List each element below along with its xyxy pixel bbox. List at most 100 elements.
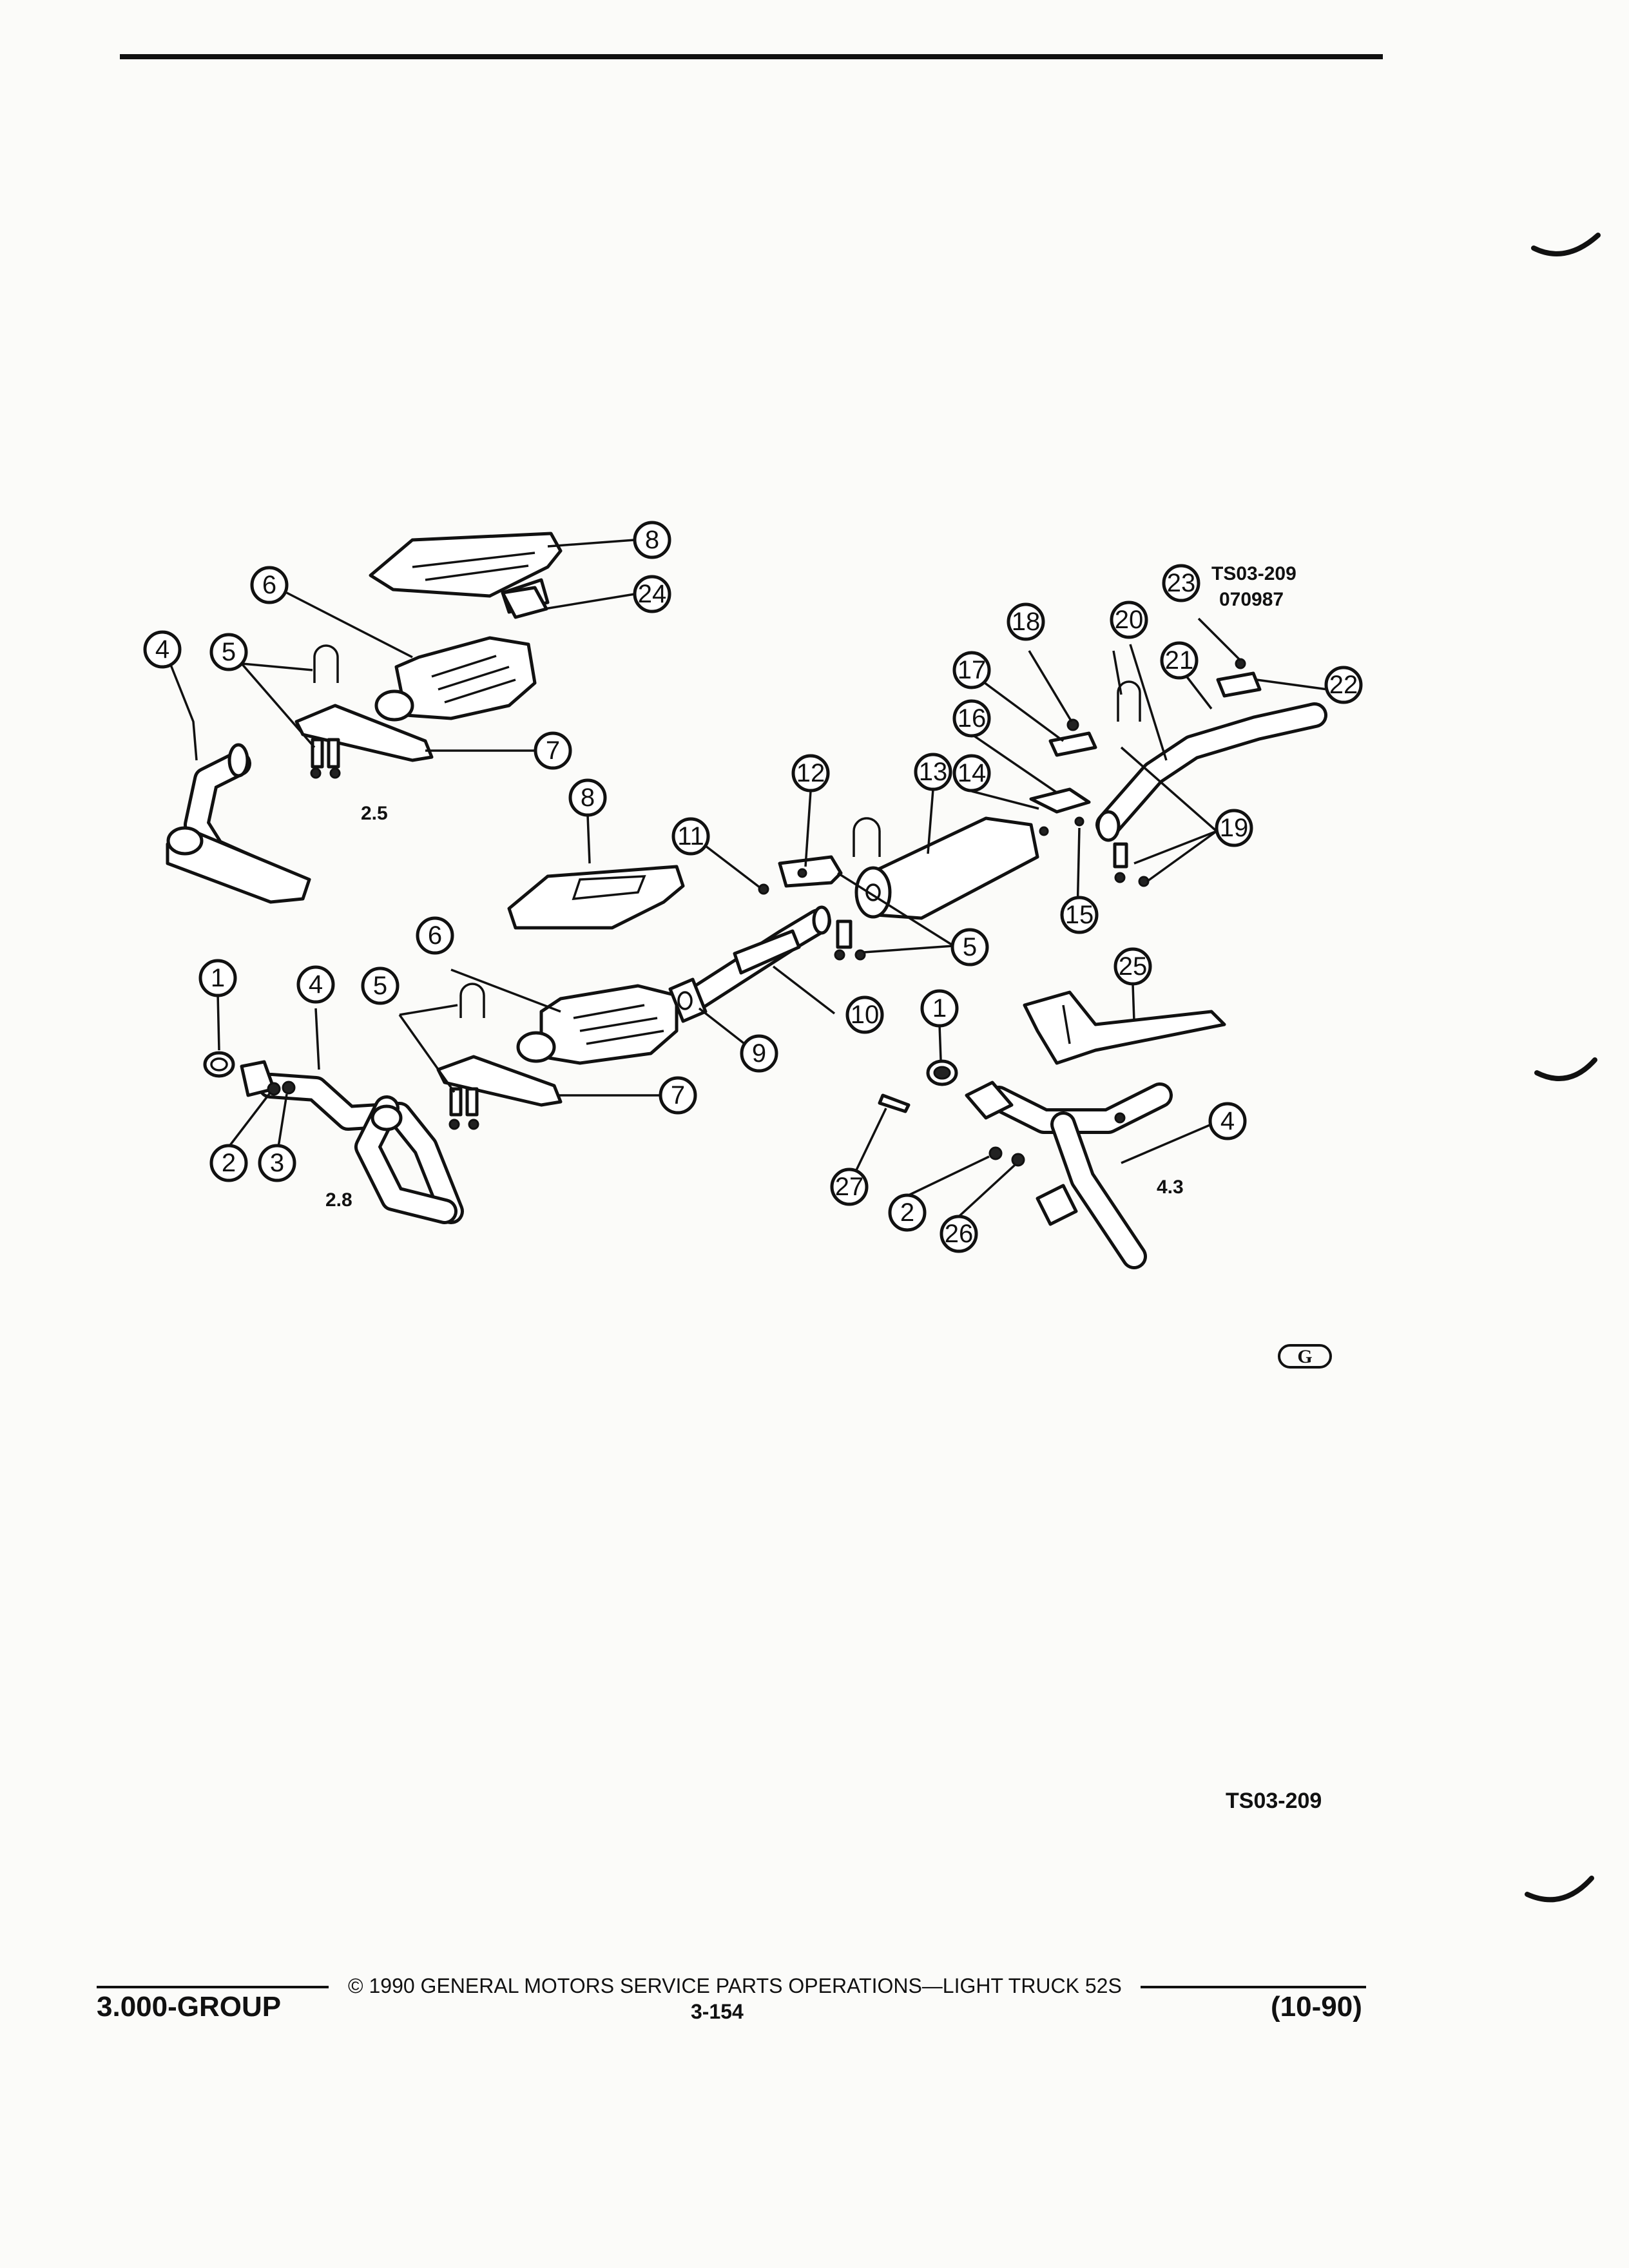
- exhaust-pipe-4-3: [965, 1081, 1173, 1269]
- svg-text:6: 6: [428, 921, 442, 950]
- reference-code: 070987: [1219, 589, 1284, 610]
- svg-text:11: 11: [677, 822, 704, 850]
- callout-17: 17: [952, 651, 991, 689]
- callout-5-upper: 5: [209, 633, 248, 671]
- svg-text:7: 7: [671, 1081, 685, 1110]
- callout-2-right: 2: [888, 1193, 927, 1232]
- callout-5-middle: 5: [361, 966, 400, 1005]
- callout-23: 23: [1162, 564, 1200, 602]
- date-code: (10-90): [1271, 1991, 1362, 2023]
- svg-text:22: 22: [1329, 671, 1358, 699]
- svg-text:18: 18: [1012, 608, 1041, 636]
- svg-text:25: 25: [1119, 952, 1148, 981]
- svg-text:5: 5: [963, 933, 977, 961]
- svg-text:5: 5: [373, 972, 387, 1000]
- callout-14: 14: [952, 754, 991, 793]
- fasteners-2-3-left: [267, 1081, 296, 1096]
- tail-pipe: [1095, 680, 1327, 842]
- svg-text:7: 7: [546, 736, 560, 765]
- callout-11: 11: [671, 817, 710, 856]
- exhaust-pipe-2-8: [240, 1060, 464, 1224]
- svg-text:26: 26: [945, 1220, 974, 1248]
- hanger-12: [778, 855, 843, 888]
- intermediate-pipe: [668, 905, 831, 1023]
- hanger-bracket-middle: [436, 1055, 563, 1130]
- fasteners-2-26-right: [988, 1146, 1025, 1167]
- callout-7-middle: 7: [659, 1076, 697, 1115]
- callout-4-upper: 4: [143, 630, 182, 669]
- svg-text:17: 17: [958, 656, 987, 684]
- svg-text:9: 9: [752, 1039, 766, 1068]
- callout-4-lower-left: 4: [296, 965, 335, 1004]
- callout-4-lower-right: 4: [1208, 1102, 1247, 1140]
- catalytic-converter-upper: [374, 636, 537, 722]
- clamp-5-center: [834, 919, 866, 961]
- callout-2-left: 2: [209, 1144, 248, 1182]
- page-number: 3-154: [691, 2000, 744, 2023]
- callout-26: 26: [940, 1215, 978, 1253]
- callout-15: 15: [1060, 896, 1099, 934]
- callout-6-middle: 6: [416, 916, 454, 955]
- svg-text:13: 13: [919, 758, 948, 786]
- callout-18: 18: [1007, 602, 1045, 641]
- top-rule: [120, 54, 1383, 59]
- footer-rule-right: [1141, 1986, 1366, 1988]
- svg-text:20: 20: [1115, 606, 1144, 634]
- callout-16: 16: [952, 699, 991, 738]
- callout-5-center: 5: [950, 928, 989, 966]
- gasket-1-left: [203, 1051, 235, 1078]
- svg-text:10: 10: [851, 1001, 880, 1029]
- leader-lines: [169, 539, 1328, 1218]
- svg-text:5: 5: [222, 638, 236, 666]
- svg-text:8: 8: [581, 783, 595, 812]
- engine-label-2-5: 2.5: [361, 803, 388, 824]
- callout-1-right: 1: [920, 989, 959, 1028]
- clamp-19: [1113, 842, 1150, 887]
- footer-rule-left: [97, 1986, 329, 1988]
- svg-text:8: 8: [645, 526, 659, 554]
- svg-text:4: 4: [155, 635, 169, 664]
- callout-21: 21: [1160, 641, 1199, 680]
- stud-27: [878, 1093, 911, 1113]
- callout-3: 3: [258, 1144, 296, 1182]
- svg-text:16: 16: [958, 704, 987, 733]
- callout-8-middle: 8: [568, 778, 607, 817]
- gasket-1-right: [926, 1059, 958, 1086]
- svg-text:21: 21: [1165, 646, 1194, 675]
- callout-10: 10: [845, 995, 884, 1034]
- callout-13: 13: [914, 753, 952, 791]
- engine-label-4-3: 4.3: [1157, 1177, 1184, 1198]
- callout-20: 20: [1110, 601, 1148, 639]
- svg-text:2: 2: [222, 1149, 236, 1177]
- svg-text:27: 27: [835, 1173, 864, 1201]
- callout-19: 19: [1215, 809, 1253, 847]
- svg-text:4: 4: [309, 970, 323, 999]
- reference-label-top: TS03-209: [1211, 563, 1296, 584]
- svg-text:14: 14: [958, 759, 987, 787]
- svg-text:1: 1: [932, 994, 947, 1023]
- reference-label-bottom: TS03-209: [1226, 1789, 1322, 1813]
- callout-6-top: 6: [250, 566, 289, 604]
- svg-text:3: 3: [270, 1149, 284, 1177]
- callout-24: 24: [633, 575, 671, 613]
- svg-text:24: 24: [638, 580, 667, 608]
- svg-text:2: 2: [900, 1198, 914, 1227]
- callout-1-left: 1: [198, 959, 237, 997]
- svg-text:15: 15: [1065, 901, 1094, 929]
- svg-text:12: 12: [796, 759, 825, 787]
- binder-marks: [1525, 233, 1601, 1903]
- group-label: 3.000-GROUP: [97, 1991, 282, 2023]
- callout-25: 25: [1113, 947, 1152, 986]
- svg-text:G: G: [1297, 1346, 1312, 1367]
- muffler: [853, 816, 1039, 920]
- hanger-assembly-upper: [1029, 718, 1097, 836]
- tail-pipe-hanger: [1216, 658, 1262, 698]
- svg-text:1: 1: [211, 964, 225, 992]
- callout-7-upper: 7: [534, 731, 572, 770]
- u-bolt-upper: [313, 644, 339, 683]
- engine-label-2-8: 2.8: [325, 1189, 352, 1211]
- svg-text:23: 23: [1167, 569, 1196, 597]
- callout-22: 22: [1324, 666, 1363, 704]
- svg-text:4: 4: [1220, 1107, 1235, 1135]
